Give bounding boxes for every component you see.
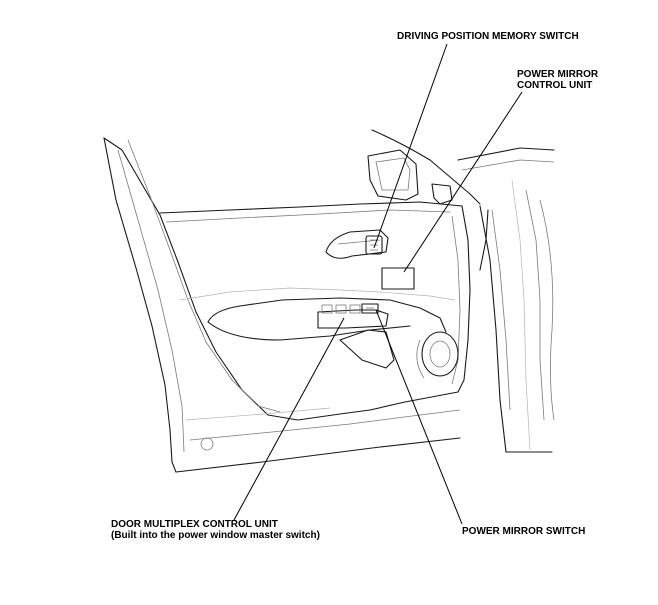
leader-mirror-switch bbox=[375, 309, 463, 525]
label-memory-switch-text: DRIVING POSITION MEMORY SWITCH bbox=[397, 31, 579, 42]
leader-memory-switch bbox=[373, 43, 448, 249]
leader-lines bbox=[233, 43, 523, 525]
vehicle-body bbox=[457, 147, 555, 453]
label-mirror-switch-text: POWER MIRROR SWITCH bbox=[462, 526, 586, 537]
mirror-control-unit bbox=[381, 267, 415, 290]
label-multiplex-line2: (Built into the power window master swit… bbox=[111, 530, 320, 541]
leader-mirror-control-unit bbox=[403, 91, 523, 273]
label-mirror-unit-line1: POWER MIRROR bbox=[517, 69, 599, 80]
door-outline bbox=[103, 137, 461, 473]
label-power-mirror-control-unit: POWER MIRROR CONTROL UNIT bbox=[517, 69, 598, 91]
label-door-multiplex-control-unit: DOOR MULTIPLEX CONTROL UNIT (Built into … bbox=[111, 519, 320, 541]
label-multiplex-line1: DOOR MULTIPLEX CONTROL UNIT bbox=[111, 519, 278, 530]
door-trim bbox=[159, 201, 471, 393]
leader-multiplex-unit bbox=[233, 317, 345, 521]
label-driving-position-memory-switch: DRIVING POSITION MEMORY SWITCH bbox=[397, 31, 579, 42]
label-mirror-unit-line2: CONTROL UNIT bbox=[517, 80, 593, 91]
door-speaker bbox=[416, 331, 459, 379]
side-mirror bbox=[367, 129, 481, 205]
armrest bbox=[207, 297, 447, 369]
label-power-mirror-switch: POWER MIRROR SWITCH bbox=[462, 526, 585, 537]
